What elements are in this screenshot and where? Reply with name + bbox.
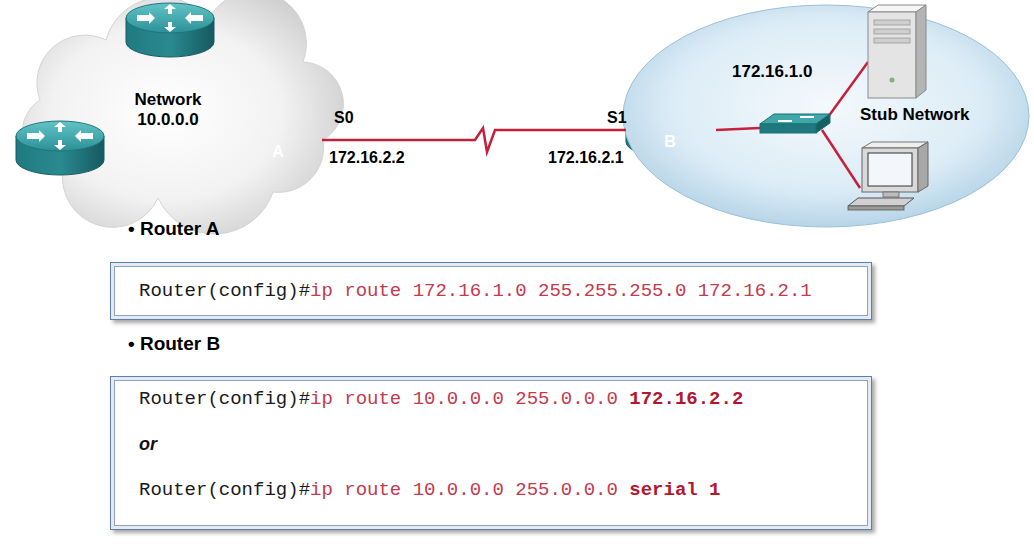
interface-name: S1 xyxy=(607,108,627,127)
command-line: Router(config)#ip route 10.0.0.0 255.0.0… xyxy=(139,478,721,502)
lan-wires xyxy=(716,62,868,188)
section-heading: • Router B xyxy=(128,333,220,355)
ip-address: 172.16.2.2 xyxy=(329,148,405,167)
network-label: Stub Network xyxy=(860,105,970,125)
network-label: 172.16.1.0 xyxy=(732,62,812,82)
section-heading: • Router A xyxy=(128,218,219,240)
command-text: ip route 172.16.1.0 255.255.255.0 172.16… xyxy=(310,279,812,303)
command-text: Router(config)# xyxy=(139,387,310,411)
network-label: Network 10.0.0.0 xyxy=(118,90,218,130)
serial-link xyxy=(322,128,626,152)
router-icon xyxy=(16,121,104,175)
command-line: Router(config)#ip route 172.16.1.0 255.2… xyxy=(139,279,812,303)
command-line: Router(config)#ip route 10.0.0.0 255.0.0… xyxy=(139,387,743,411)
command-text: ip route 10.0.0.0 255.0.0.0 xyxy=(310,478,618,502)
interface-name: S0 xyxy=(334,108,354,127)
switch-icon xyxy=(760,114,830,133)
ip-address: 172.16.2.1 xyxy=(548,148,624,167)
router-letter: A xyxy=(233,143,323,161)
pc-icon xyxy=(848,142,928,210)
command-text: or xyxy=(139,432,157,456)
command-text: Router(config)# xyxy=(139,478,310,502)
router-icon xyxy=(126,3,214,57)
command-text: ip route 10.0.0.0 255.0.0.0 xyxy=(310,387,618,411)
server-icon xyxy=(868,5,926,98)
command-box: Router(config)#ip route 10.0.0.0 255.0.0… xyxy=(110,376,872,530)
router-letter: B xyxy=(625,133,715,151)
command-text: Router(config)# xyxy=(139,279,310,303)
command-line: or xyxy=(139,432,157,456)
command-box: Router(config)#ip route 172.16.1.0 255.2… xyxy=(110,262,872,320)
command-text: 172.16.2.2 xyxy=(629,387,743,411)
command-text: serial 1 xyxy=(629,478,720,502)
